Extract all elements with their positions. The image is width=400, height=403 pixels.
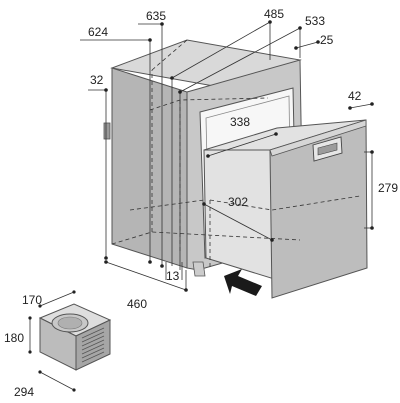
drawer-front-edge bbox=[269, 119, 367, 157]
dim-635: 635 bbox=[146, 9, 166, 23]
drawer-handle-icon[interactable] bbox=[312, 136, 343, 162]
dim-460: 460 bbox=[127, 297, 147, 311]
dim-42: 42 bbox=[348, 89, 362, 103]
compressor-fan-hub bbox=[57, 316, 83, 330]
dim-25: 25 bbox=[320, 33, 334, 47]
dim-180: 180 bbox=[4, 331, 24, 345]
dimension-labels: 624 635 485 533 25 32 42 338 279 302 13 … bbox=[88, 7, 398, 311]
dim-624: 624 bbox=[88, 25, 108, 39]
mounting-rail bbox=[103, 122, 111, 140]
dim-13: 13 bbox=[166, 269, 180, 283]
dim-294: 294 bbox=[14, 385, 34, 399]
dim-170: 170 bbox=[22, 293, 42, 307]
dim-338: 338 bbox=[230, 115, 250, 129]
dim-279: 279 bbox=[378, 181, 398, 195]
insert-direction-arrow-icon bbox=[224, 269, 262, 296]
dim-485: 485 bbox=[264, 7, 284, 21]
mounting-bracket bbox=[192, 261, 206, 277]
vent-grille-icon bbox=[81, 327, 105, 363]
cabinet-left-face bbox=[111, 67, 188, 269]
dim-302: 302 bbox=[228, 195, 248, 209]
dim-32: 32 bbox=[90, 73, 104, 87]
drawer bbox=[203, 119, 368, 299]
dim-533: 533 bbox=[305, 14, 325, 28]
compressor-unit: 170 180 294 bbox=[4, 290, 112, 399]
dimension-lines bbox=[80, 20, 374, 292]
